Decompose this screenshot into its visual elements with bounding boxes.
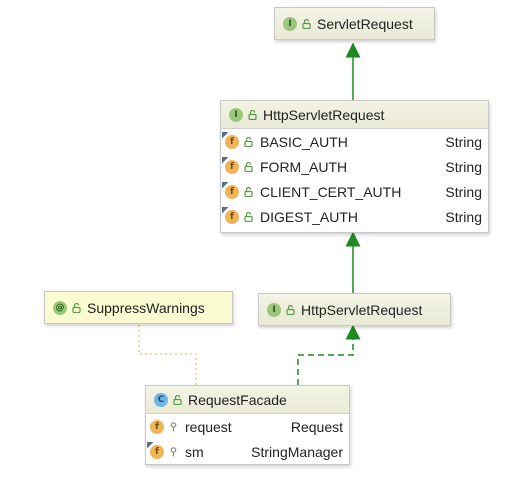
field-type: StringManager	[251, 443, 343, 460]
open-lock-icon	[244, 186, 253, 197]
class-name: SuppressWarnings	[87, 299, 205, 316]
suppress-warnings-header: @ SuppressWarnings	[45, 292, 232, 323]
static-field-icon: f	[225, 134, 239, 149]
field-row[interactable]: f FORM_AUTH String	[221, 154, 488, 179]
servlet-request-header: I ServletRequest	[275, 8, 434, 39]
open-lock-icon	[173, 394, 182, 405]
implements-edge-facade-to-http	[297, 324, 361, 385]
class-name: HttpServletRequest	[301, 301, 423, 318]
open-lock-icon	[244, 161, 253, 172]
static-field-icon: f	[225, 209, 239, 224]
field-name: DIGEST_AUTH	[260, 208, 359, 225]
field-row[interactable]: f DIGEST_AUTH String	[221, 204, 488, 229]
field-type: Request	[290, 418, 343, 435]
field-type: String	[445, 133, 482, 150]
field-name: FORM_AUTH	[260, 158, 348, 175]
open-lock-icon	[244, 211, 253, 222]
http-servlet-request-node[interactable]: I HttpServletRequest f BASIC_AUTH String…	[220, 100, 489, 233]
open-lock-icon	[72, 302, 81, 313]
open-lock-icon	[286, 304, 295, 315]
field-icon: f	[150, 419, 164, 434]
request-facade-node[interactable]: C RequestFacade f request Request f sm S…	[145, 385, 350, 465]
request-facade-header: C RequestFacade	[146, 386, 349, 414]
open-lock-icon	[244, 136, 253, 147]
field-name: BASIC_AUTH	[260, 133, 348, 150]
http-servlet-request-ref-header: I HttpServletRequest	[259, 294, 450, 325]
http-servlet-request-ref-node[interactable]: I HttpServletRequest	[258, 293, 451, 326]
class-icon: C	[154, 392, 168, 407]
class-name: HttpServletRequest	[263, 106, 385, 123]
field-name: sm	[185, 443, 204, 460]
annotation-edge-facade-to-suppress	[138, 324, 197, 385]
static-field-icon: f	[225, 184, 239, 199]
http-servlet-request-header: I HttpServletRequest	[221, 101, 488, 129]
field-row[interactable]: f BASIC_AUTH String	[221, 129, 488, 154]
interface-icon: I	[229, 107, 243, 122]
field-name: CLIENT_CERT_AUTH	[260, 183, 402, 200]
field-row[interactable]: f sm StringManager	[146, 439, 349, 464]
open-lock-icon	[302, 18, 311, 29]
field-type: String	[445, 183, 482, 200]
interface-icon: I	[283, 16, 297, 31]
interface-icon: I	[267, 302, 281, 317]
annotation-icon: @	[53, 300, 67, 315]
class-name: ServletRequest	[317, 15, 413, 32]
suppress-warnings-node[interactable]: @ SuppressWarnings	[44, 291, 233, 324]
open-lock-icon	[248, 109, 257, 120]
field-type: String	[445, 158, 482, 175]
static-field-icon: f	[150, 444, 164, 459]
key-icon	[170, 421, 177, 431]
field-type: String	[445, 208, 482, 225]
class-name: RequestFacade	[188, 391, 287, 408]
field-name: request	[185, 418, 232, 435]
field-row[interactable]: f request Request	[146, 414, 349, 439]
static-field-icon: f	[225, 159, 239, 174]
key-icon	[170, 446, 177, 456]
servlet-request-node[interactable]: I ServletRequest	[274, 7, 435, 40]
field-row[interactable]: f CLIENT_CERT_AUTH String	[221, 179, 488, 204]
